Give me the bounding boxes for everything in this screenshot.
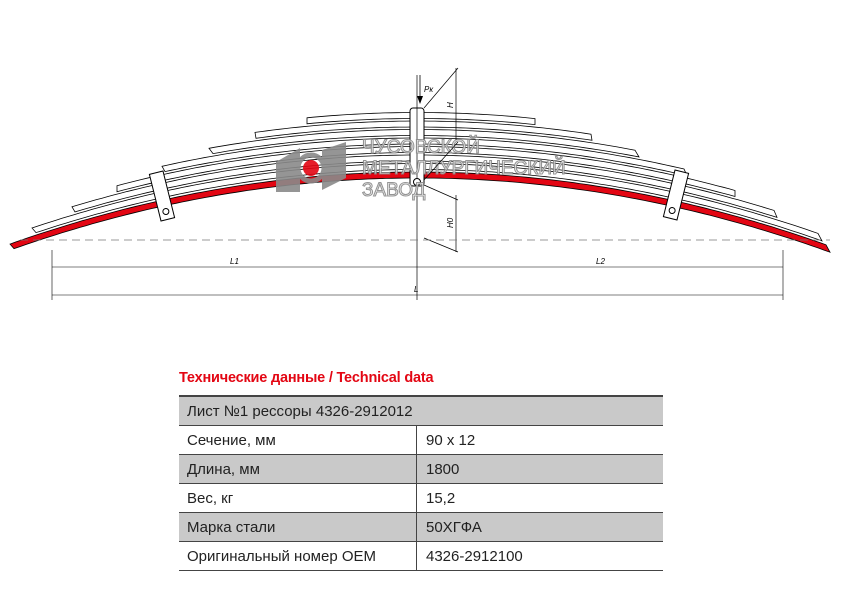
part-name-cell: Лист №1 рессоры 4326-2912012 — [179, 395, 663, 426]
length-dimensions — [51, 250, 784, 300]
right-clamp — [662, 169, 690, 221]
l2-label: L2 — [596, 257, 605, 266]
row-label: Марка стали — [179, 512, 417, 542]
height0-label: H0 — [446, 217, 455, 228]
l-label: L — [414, 285, 418, 294]
logo-watermark: ЧУСОВСКОЙ МЕТАЛЛУРГИЧЕСКИЙ ЗАВОД — [276, 135, 566, 202]
spring-leaf — [254, 120, 593, 141]
logo-text-line-2: МЕТАЛЛУРГИЧЕСКИЙ — [362, 157, 566, 179]
logo-red-dot — [303, 160, 319, 176]
load-arrow: Pк — [417, 75, 434, 104]
spring-leaf — [306, 112, 536, 126]
logo-shape-left — [276, 148, 300, 192]
center-bolt-head — [413, 178, 421, 186]
logo-ring — [295, 152, 327, 184]
logo-text-line-3: ЗАВОД — [362, 180, 426, 201]
technical-data-title: Технические данные / Technical data — [179, 370, 434, 386]
l1-label: L1 — [230, 257, 239, 266]
height-label: H — [446, 102, 455, 108]
logo-text-line-1: ЧУСОВСКОЙ — [362, 136, 480, 158]
specs-table: Лист №1 рессоры 4326-2912012 Сечение, мм… — [179, 395, 663, 571]
spring-leaf — [208, 129, 640, 158]
left-clamp — [148, 170, 176, 222]
logo-shape-right — [322, 142, 346, 190]
row-value: 90 х 12 — [416, 425, 663, 455]
row-value: 1800 — [416, 454, 663, 484]
leaf-spring-drawing: ЧУСОВСКОЙ МЕТАЛЛУРГИЧЕСКИЙ ЗАВОД Pк H H0… — [9, 67, 831, 300]
height-dimension — [423, 67, 459, 253]
row-value: 15,2 — [416, 483, 663, 513]
row-label: Оригинальный номер OEM — [179, 541, 417, 571]
row-label: Вес, кг — [179, 483, 417, 513]
row-label: Сечение, мм — [179, 425, 417, 455]
load-label: Pк — [424, 85, 434, 94]
table-header-row: Лист №1 рессоры 4326-2912012 — [179, 395, 663, 426]
row-value: 4326-2912100 — [416, 541, 663, 571]
row-label: Длина, мм — [179, 454, 417, 484]
row-value: 50ХГФА — [416, 512, 663, 542]
